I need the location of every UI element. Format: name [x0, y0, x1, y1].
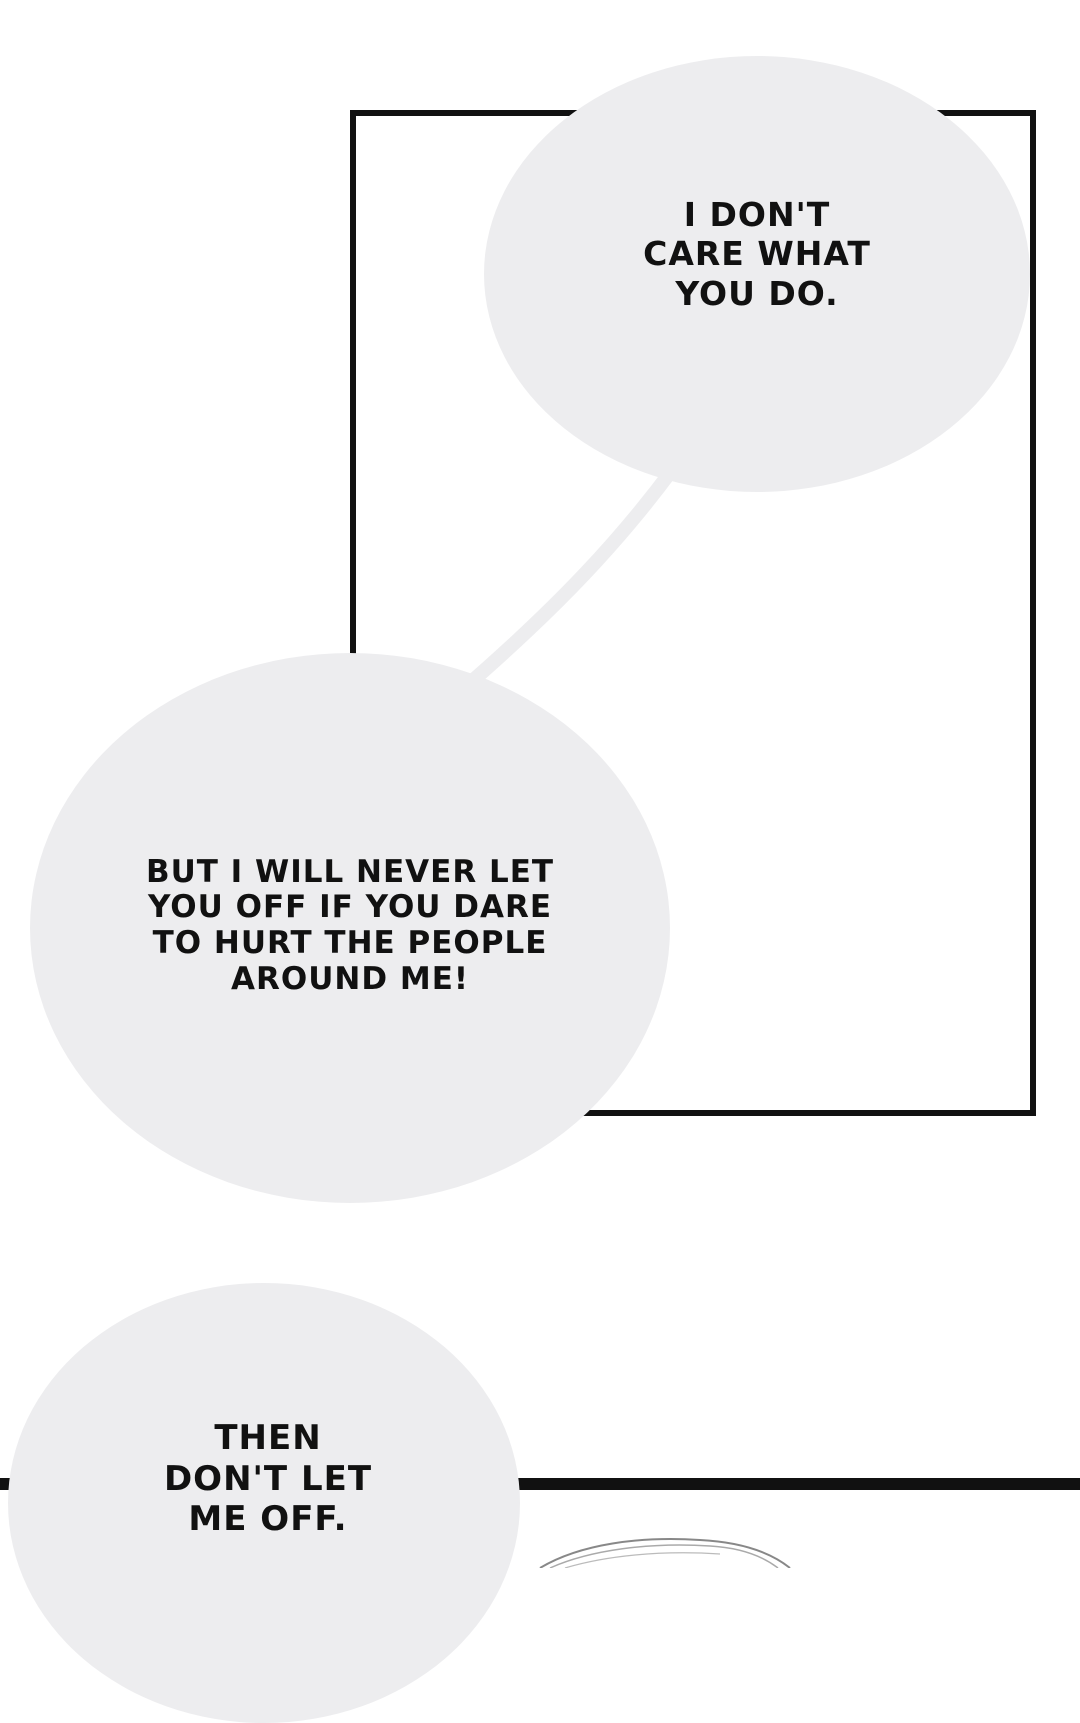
speech-bubble-top: I DON'T CARE WHAT YOU DO.: [484, 56, 1030, 492]
panel-border-bottom-right: [500, 1478, 1080, 1490]
speech-text-middle: BUT I WILL NEVER LET YOU OFF IF YOU DARE…: [145, 853, 555, 997]
bubble-connector: [455, 463, 679, 697]
character-hair-sketch: [539, 1538, 791, 1568]
speech-bubble-middle: BUT I WILL NEVER LET YOU OFF IF YOU DARE…: [30, 653, 670, 1203]
speech-bubble-bottom: THEN DON'T LET ME OFF.: [8, 1283, 520, 1723]
speech-text-top: I DON'T CARE WHAT YOU DO.: [643, 194, 871, 313]
speech-text-bottom: THEN DON'T LET ME OFF.: [163, 1417, 373, 1540]
comic-page: I DON'T CARE WHAT YOU DO. BUT I WILL NEV…: [0, 56, 1080, 1723]
